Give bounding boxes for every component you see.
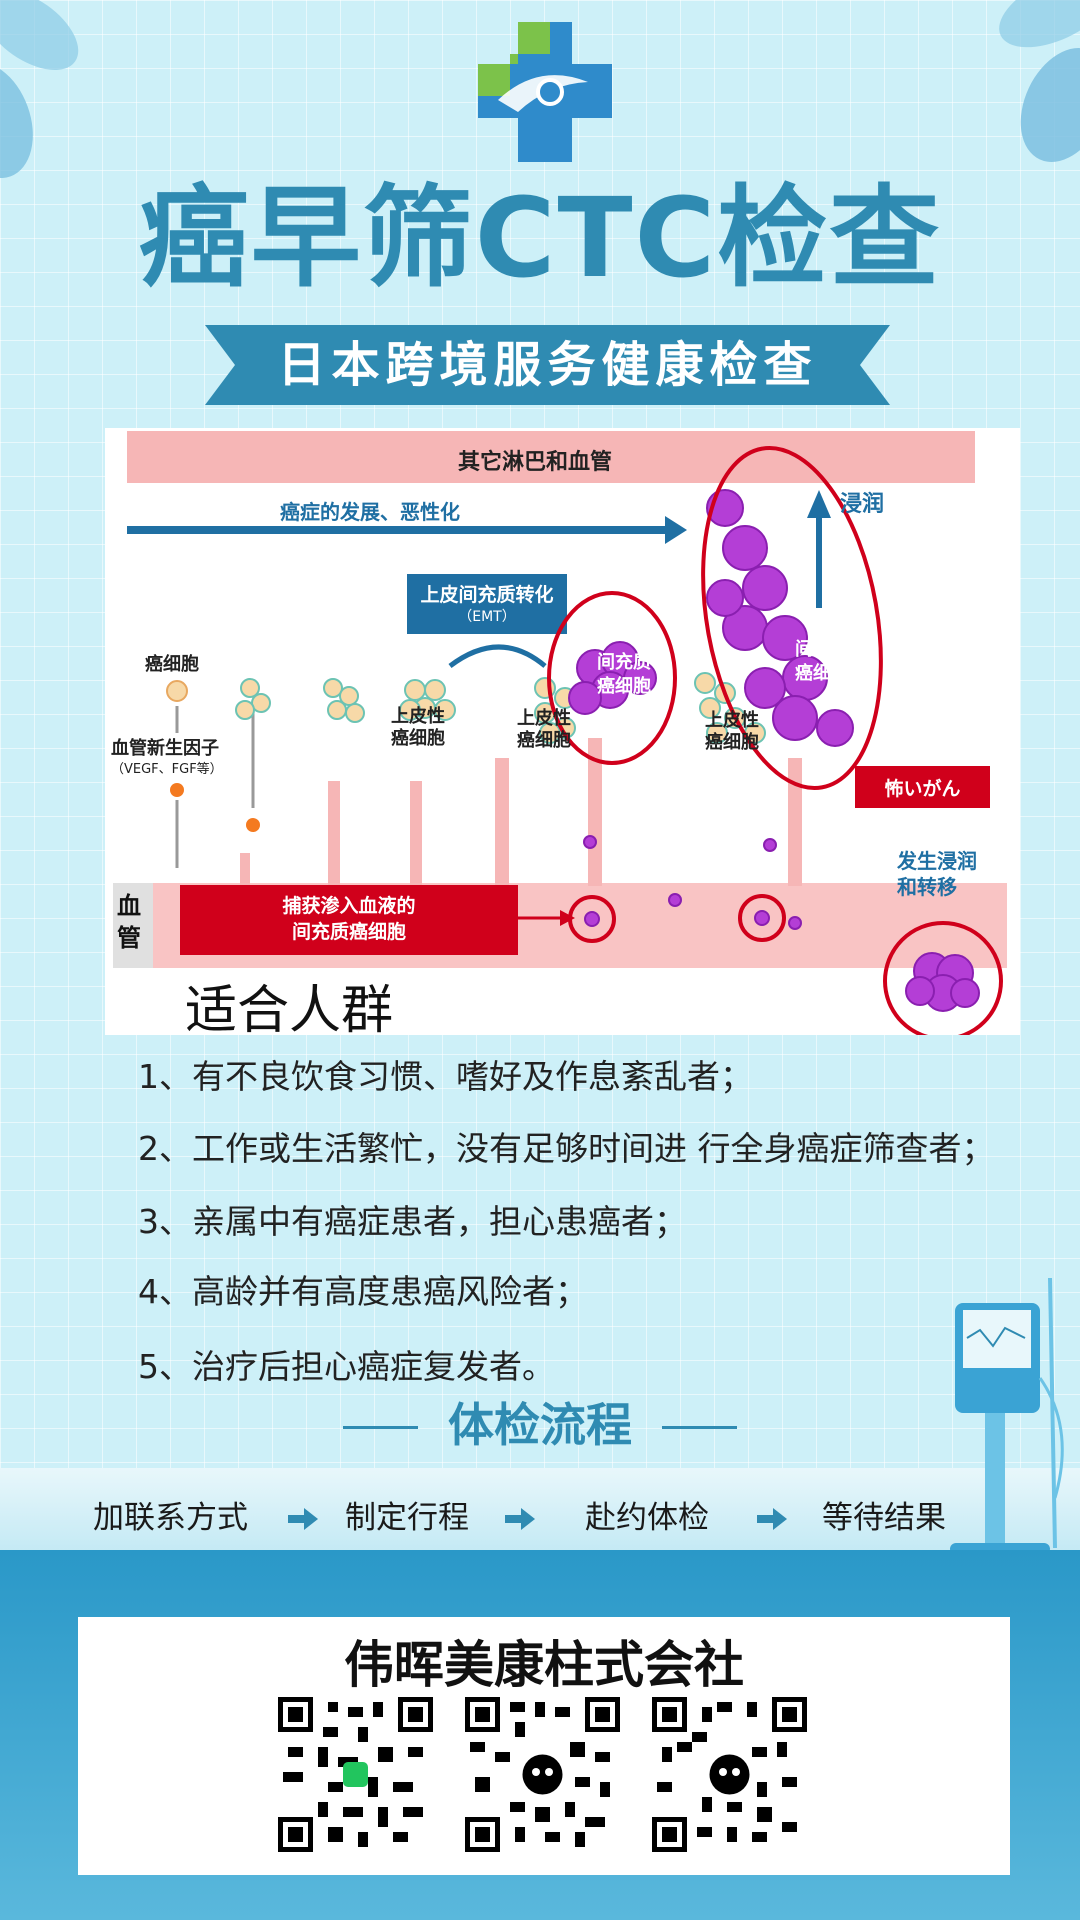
- flow-step-plan: 制定行程: [345, 1500, 469, 1536]
- contact-card: 伟晖美康柱式会社: [78, 1617, 1010, 1875]
- mesenchymal-label-2: 间充质 癌细胞: [795, 639, 849, 684]
- wechat-qr-code[interactable]: [652, 1697, 807, 1852]
- ctc-diagram: 其它淋巴和血管 癌症的发展、恶性化 浸润 上皮间充质转化 （EMT） 癌细胞 血…: [105, 428, 1020, 1041]
- line-qr-code[interactable]: [278, 1697, 433, 1852]
- cancer-cell-label: 癌细胞: [145, 654, 199, 675]
- epithelial-label-3: 上皮性 癌细胞: [705, 710, 759, 753]
- list-item: 1、有不良饮食习惯、嗜好及作息紊乱者；: [138, 1057, 753, 1096]
- company-name: 伟晖美康柱式会社: [344, 1636, 744, 1694]
- medical-machine-icon: [950, 1277, 1064, 1571]
- progress-label: 癌症的发展、恶性化: [280, 500, 460, 524]
- epithelial-label-2: 上皮性 癌细胞: [517, 708, 571, 751]
- leaf-decoration-icon: [0, 0, 79, 179]
- mesenchymal-label-1: 间充质 癌细胞: [597, 652, 651, 697]
- arrow-right-icon: [757, 1508, 787, 1530]
- scary-cancer-label: 怖いがん: [884, 778, 961, 800]
- metastasis-label: 发生浸润 和转移: [897, 849, 977, 899]
- list-item: 2、工作或生活繁忙，没有足够时间进 行全身癌症筛查者；: [138, 1129, 995, 1168]
- flow-step-result: 等待结果: [822, 1500, 946, 1536]
- emt-title: 上皮间充质转化: [420, 584, 554, 606]
- subtitle-banner: 日本跨境服务健康检查: [205, 325, 890, 405]
- flow-step-exam: 赴约体检: [585, 1500, 709, 1536]
- capture-label: 捕获渗入血液的 间充质癌细胞: [282, 895, 416, 943]
- list-item: 4、高龄并有高度患癌风险者；: [138, 1272, 588, 1311]
- flow-title-row: 体检流程: [0, 1390, 1080, 1460]
- arrow-right-icon: [505, 1508, 535, 1530]
- vessel-label: 血 管: [117, 892, 141, 952]
- medical-cross-logo-icon: [478, 22, 612, 162]
- angio-factor-sub: （VEGF、FGF等）: [111, 762, 223, 777]
- top-band-label: 其它淋巴和血管: [457, 450, 612, 475]
- emt-sub: （EMT）: [458, 609, 516, 625]
- list-item: 5、治疗后担心癌症复发者。: [138, 1347, 555, 1386]
- epithelial-label-1: 上皮性 癌细胞: [391, 706, 445, 749]
- page-title: 癌早筛CTC检查: [138, 174, 942, 302]
- wechat-qr-code[interactable]: [465, 1697, 620, 1852]
- flow-title-line-right: [662, 1426, 737, 1429]
- subtitle-text: 日本跨境服务健康检查: [277, 337, 818, 393]
- wechat-icon: [522, 1754, 563, 1795]
- wechat-icon: [709, 1754, 750, 1795]
- invasion-label: 浸润: [840, 492, 885, 517]
- arrow-right-icon: [288, 1508, 318, 1530]
- ctc-diagram-graphic: [113, 431, 1007, 1035]
- flow-step-contact: 加联系方式: [93, 1500, 248, 1536]
- line-icon: [343, 1762, 368, 1787]
- list-item: 3、亲属中有癌症患者，担心患癌者；: [138, 1202, 687, 1241]
- angio-factor-label: 血管新生因子: [111, 738, 219, 759]
- section-title-suitable: 适合人群: [185, 981, 394, 1041]
- leaf-decoration-icon: [999, 0, 1080, 162]
- flow-title-line-left: [343, 1426, 418, 1429]
- flow-title: 体检流程: [448, 1398, 632, 1452]
